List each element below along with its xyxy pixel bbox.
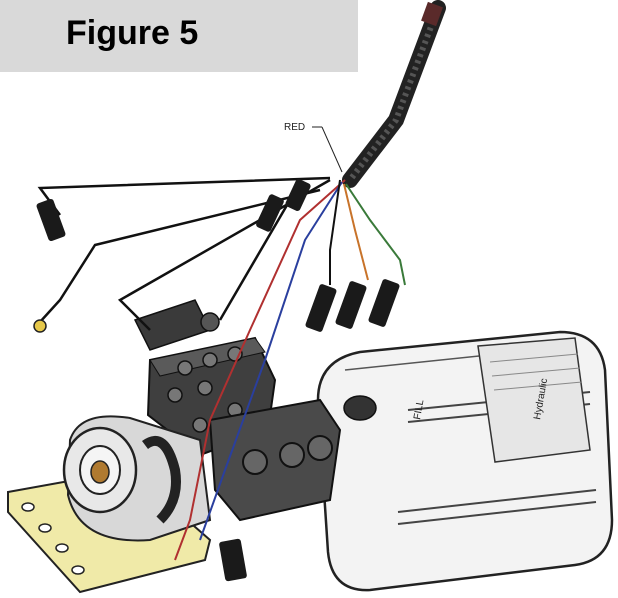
wire-black — [218, 199, 292, 321]
fill-tag: FILL — [412, 398, 426, 420]
harness-plug — [421, 1, 443, 27]
wire-blue — [199, 181, 343, 541]
manifold-port — [202, 352, 218, 368]
pump-fitting — [279, 442, 305, 468]
tank-label-plate — [477, 337, 591, 463]
wire-black — [39, 188, 321, 323]
pump-fitting — [242, 449, 268, 475]
wire-connector — [285, 179, 311, 211]
wire-green — [345, 183, 406, 286]
plate-hole — [38, 523, 52, 533]
wire-black — [329, 179, 341, 285]
wire-connector — [256, 194, 284, 232]
motor-solenoid-strap — [142, 435, 181, 524]
tank-rib — [397, 501, 597, 525]
electric-motor — [62, 415, 212, 542]
tank-rib — [397, 489, 597, 513]
filler-cap — [343, 395, 377, 421]
red-wire-callout: RED — [284, 122, 343, 173]
figure-label: Figure 5 — [66, 14, 199, 52]
wire-harness-conduit — [342, 0, 446, 188]
connectors — [33, 179, 400, 582]
wire-orange — [343, 183, 369, 281]
callout-leader — [321, 126, 343, 173]
manifold-port — [192, 417, 208, 433]
ring-terminal — [33, 319, 47, 333]
wire-connector — [305, 284, 337, 332]
manifold-port — [197, 380, 213, 396]
wire-connector — [368, 279, 400, 327]
manifold-port — [177, 360, 193, 376]
wire-black — [37, 176, 331, 216]
plate-hole — [21, 502, 35, 512]
pump-body — [208, 398, 342, 522]
motor-shaft — [90, 460, 110, 484]
wire-connector — [219, 538, 247, 582]
plate-hole — [55, 543, 69, 553]
figure-label-box: Figure 5 — [0, 0, 358, 72]
wire-red — [174, 179, 346, 561]
plate-hole — [71, 565, 85, 575]
wire-connector — [335, 281, 367, 329]
wire-connector — [36, 198, 66, 242]
reservoir-tank: Hydraulic FILL — [316, 330, 614, 592]
pump-fitting — [307, 435, 333, 461]
callout-red-label: RED — [284, 122, 305, 133]
manifold-port — [167, 387, 183, 403]
